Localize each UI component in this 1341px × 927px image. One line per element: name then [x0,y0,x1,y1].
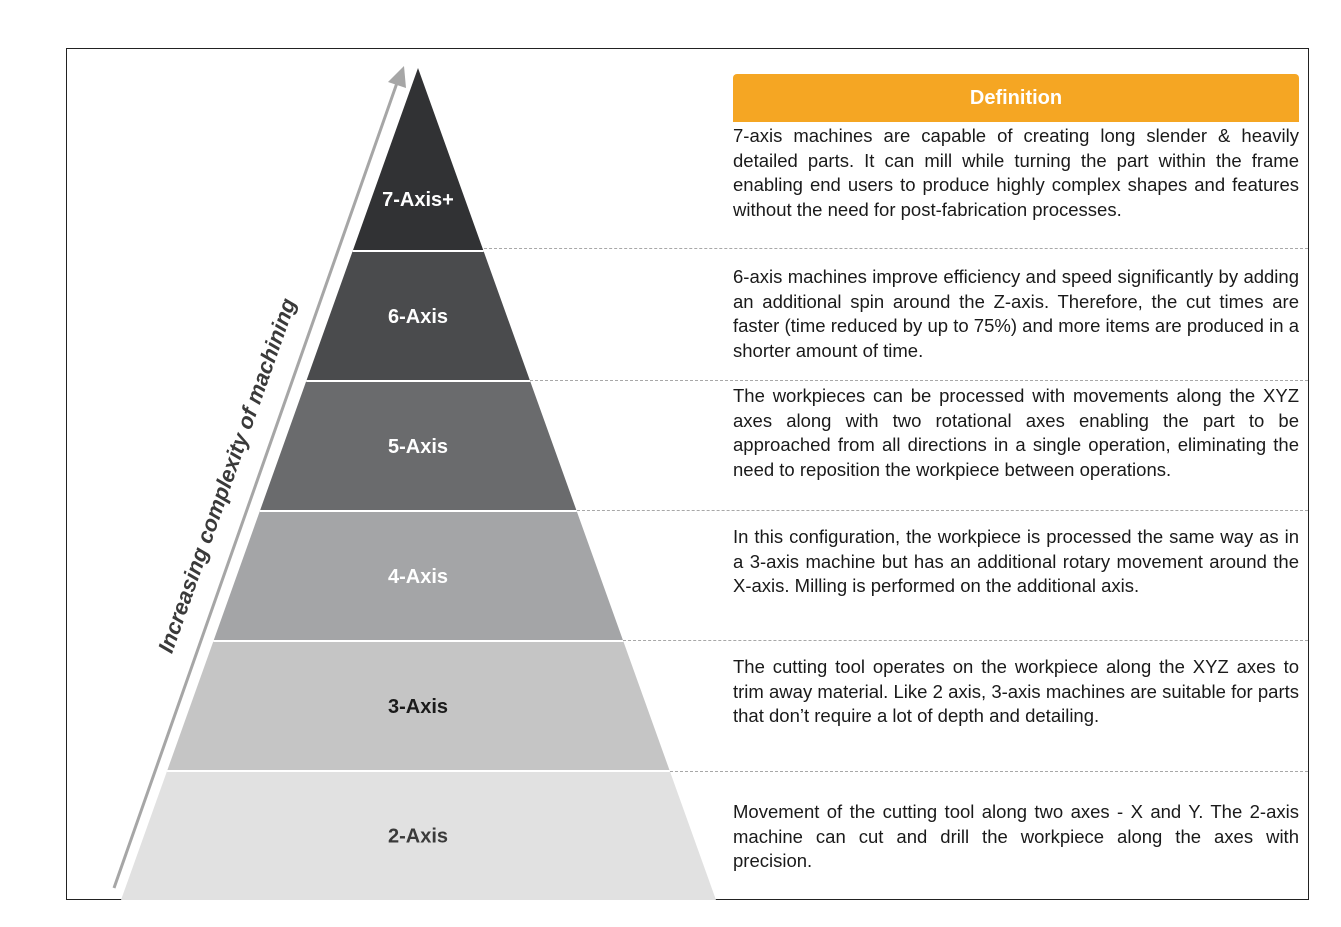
level-label: 3-Axis [388,696,448,718]
definition-header: Definition [733,74,1299,122]
definition-text: Movement of the cutting tool along two a… [733,801,1299,871]
definition-text: 7-axis machines are capable of creating … [733,125,1299,220]
definition-text: The cutting tool operates on the workpie… [733,656,1299,726]
pyramid-band-2-axis [121,771,716,900]
definition-text: The workpieces can be processed with mov… [733,385,1299,480]
dashed-separator [670,771,1308,772]
pyramid-band-3-axis [167,641,670,771]
level-label: 5-Axis [388,436,448,458]
dashed-separator [577,510,1308,511]
pyramid-band-7-axis [352,68,484,251]
pyramid-band-4-axis [213,511,624,641]
level-label: 6-Axis [388,306,448,328]
level-label: 4-Axis [388,566,448,588]
definition-text: In this configuration, the workpiece is … [733,526,1299,596]
complexity-arrow-line [112,79,400,889]
definition-text: 6-axis machines improve efficiency and s… [733,266,1299,361]
dashed-separator [484,248,1308,249]
level-label: 7-Axis+ [382,189,454,211]
pyramid-band-6-axis [306,251,531,381]
pyramid-levels: 7-Axis+ 6-Axis 5-Axis 4-Axis 3-Axis 2-Axis [121,68,716,900]
pyramid-band-5-axis [259,381,577,511]
dashed-separator [530,380,1308,381]
dashed-separator [623,640,1308,641]
level-label: 2-Axis [388,826,448,848]
arrowhead-icon [388,66,406,88]
